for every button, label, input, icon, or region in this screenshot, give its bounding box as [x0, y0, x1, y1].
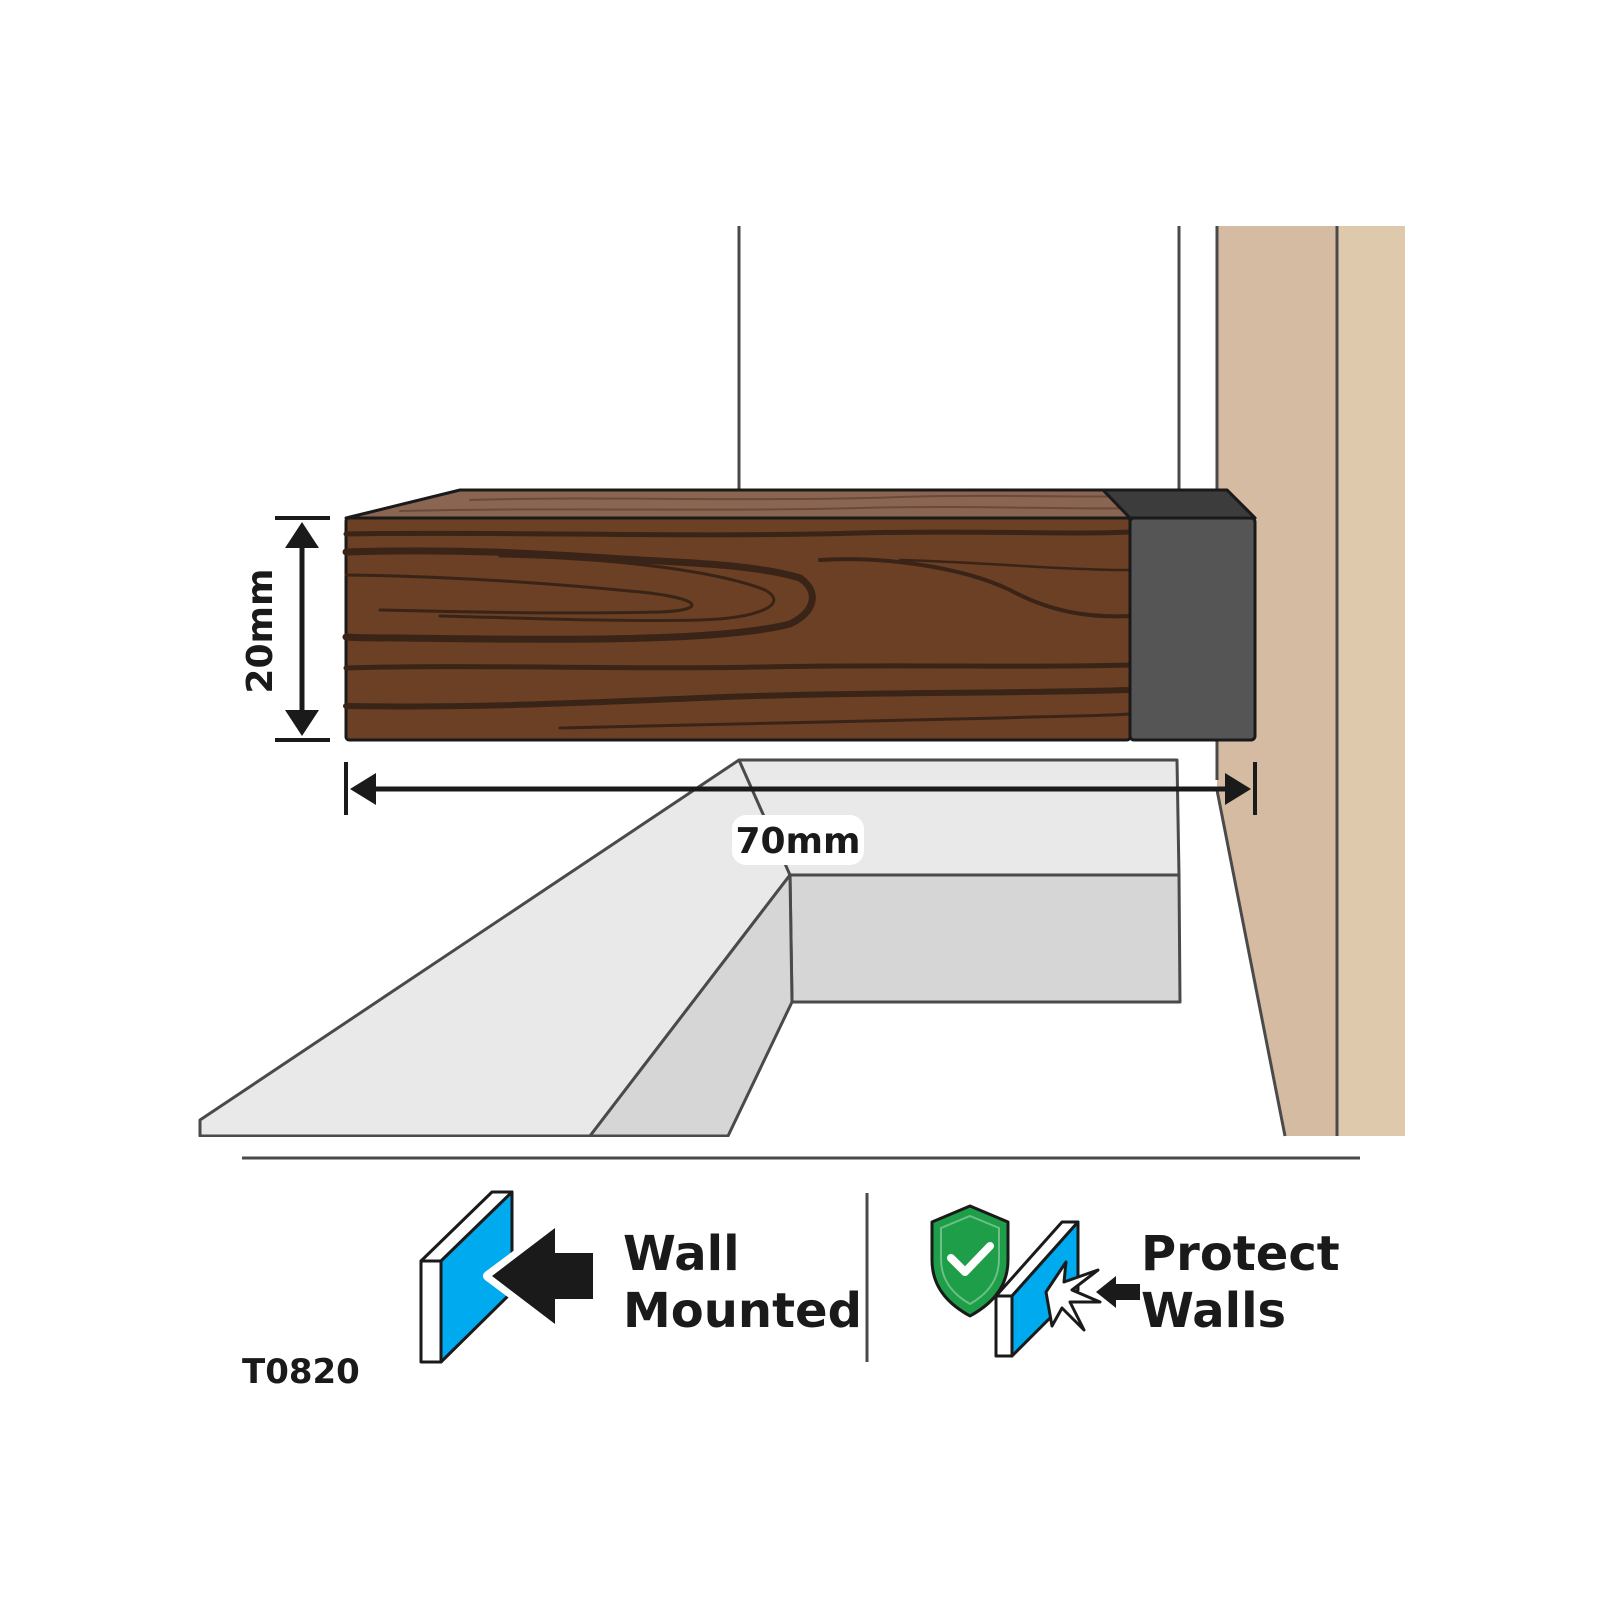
wooden-buffer-block: [342, 488, 1257, 742]
feature-wall-mounted-line1: Wall: [623, 1226, 740, 1282]
floor-perspective: [195, 758, 1410, 1145]
feature-protect-walls: Protect Walls: [930, 1204, 1340, 1358]
scene-background: [195, 226, 1410, 1145]
product-code: T0820: [242, 1352, 360, 1392]
feature-wall-mounted: Wall Mounted: [419, 1190, 862, 1364]
rubber-end-cap: [1101, 488, 1257, 742]
width-dimension: 70mm: [344, 762, 1257, 865]
wall-mount-arrow-icon: [419, 1190, 598, 1364]
feature-protect-walls-line2: Walls: [1141, 1283, 1286, 1339]
height-label: 20mm: [240, 568, 281, 693]
height-dimension: 20mm: [240, 516, 330, 742]
wood-grain-top: [399, 494, 1151, 512]
wood-grain-front: [342, 529, 1133, 730]
shield-check-wall-icon: [930, 1204, 1140, 1358]
door-edges: [737, 226, 1181, 492]
wall: [1215, 226, 1405, 1137]
width-label: 70mm: [735, 821, 860, 862]
feature-wall-mounted-line2: Mounted: [623, 1283, 862, 1339]
feature-protect-walls-line1: Protect: [1141, 1226, 1340, 1282]
